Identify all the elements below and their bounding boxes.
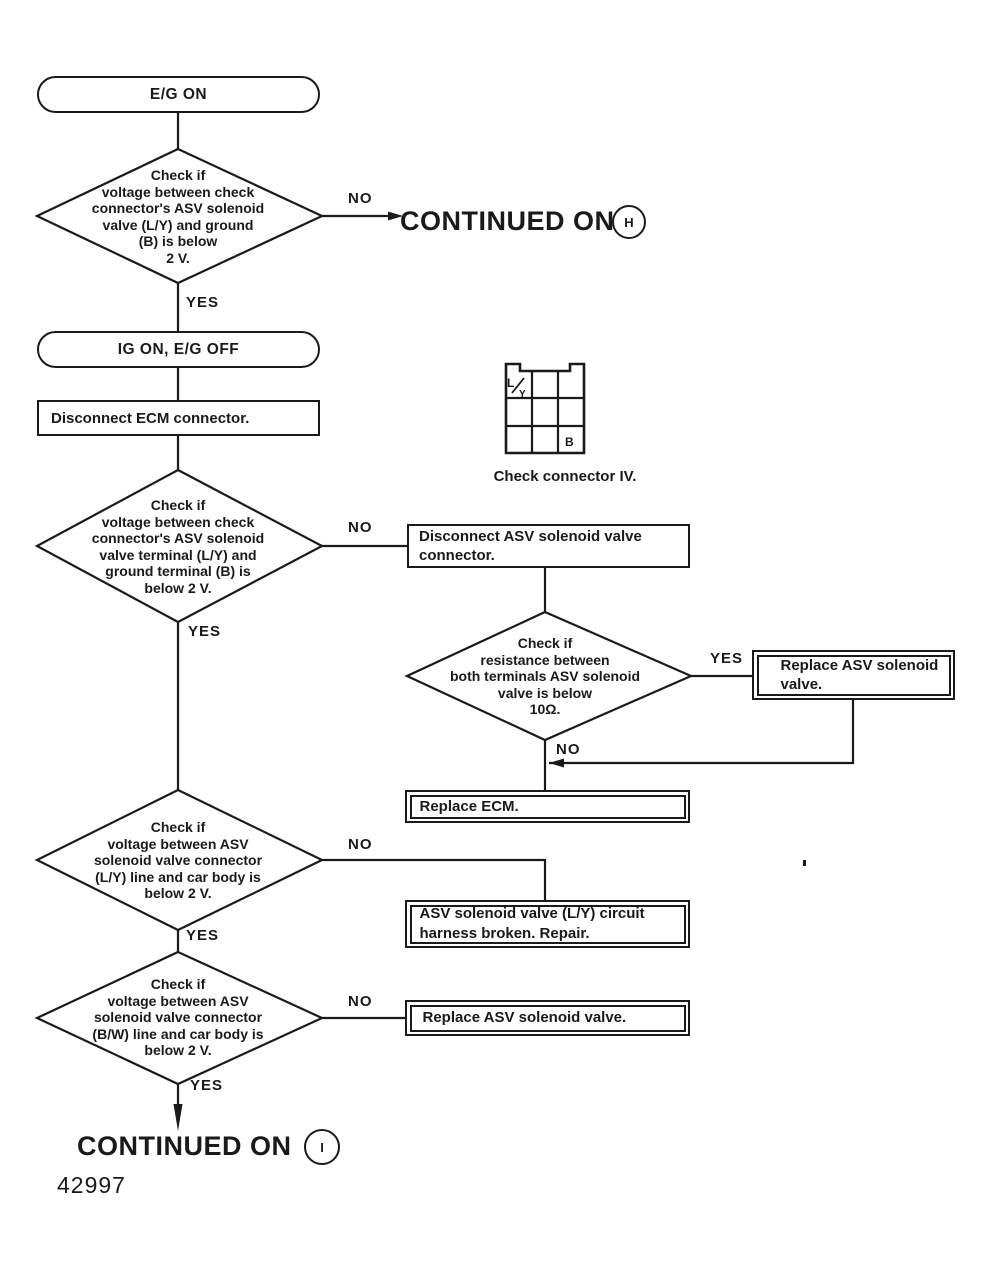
decision-2-shape bbox=[34, 468, 325, 624]
decision-3-shape bbox=[404, 610, 694, 742]
decision-1-line: (B) is below bbox=[138, 233, 218, 249]
line-a1-return bbox=[549, 700, 855, 765]
label-yes-2: YES bbox=[188, 623, 222, 640]
decision-5-line: (B/W) line and car body is bbox=[92, 1025, 264, 1042]
decision-1-line: 2 V. bbox=[166, 249, 190, 266]
label-no-3: NO bbox=[556, 741, 581, 758]
label-yes-5: YES bbox=[190, 1077, 224, 1094]
terminal-engine-on-label: E/G ON bbox=[149, 85, 208, 103]
print-artifact-dot bbox=[803, 860, 806, 866]
connector-outline bbox=[504, 362, 586, 455]
label-yes-3: YES bbox=[710, 650, 744, 667]
decision-1-shape bbox=[34, 147, 325, 285]
decision-5-text: Check if voltage between ASV solenoid va… bbox=[56, 976, 300, 1059]
decision-4-shape bbox=[34, 788, 325, 932]
decision-1-line: voltage between check bbox=[101, 183, 255, 200]
label-no-4: NO bbox=[348, 836, 373, 853]
terminal-engine-on: E/G ON bbox=[37, 76, 320, 113]
decision-5-line: voltage between ASV bbox=[107, 992, 249, 1009]
decision-1-line: Check if bbox=[150, 167, 206, 183]
decision-2-line: valve terminal (L/Y) and bbox=[99, 546, 257, 563]
pin-ly-bottom-label: Y bbox=[519, 389, 526, 400]
decision-3-text: Check if resistance between both termina… bbox=[415, 635, 675, 718]
continuation-i-text: CONTINUED ON bbox=[77, 1131, 292, 1161]
arrowhead-continued-i bbox=[173, 1104, 183, 1131]
decision-5-line: Check if bbox=[150, 976, 206, 992]
label-yes-4: YES bbox=[186, 927, 220, 944]
action-replace-asv-valve-2: Replace ASV solenoid valve. bbox=[405, 1000, 690, 1036]
decision-4-line: below 2 V. bbox=[144, 885, 212, 901]
label-no-2: NO bbox=[348, 519, 373, 536]
figure-number: 42997 bbox=[57, 1172, 126, 1198]
label-yes-1: YES bbox=[186, 294, 220, 311]
action-replace-ecm-label: Replace ECM. bbox=[419, 797, 519, 815]
continuation-h-circle bbox=[612, 205, 646, 239]
action-harness-repair-line1: ASV solenoid valve (L/Y) circuit bbox=[419, 905, 645, 922]
connector-caption: Check connector IV. bbox=[493, 468, 637, 485]
decision-3-line: 10Ω. bbox=[529, 701, 561, 717]
decision-1-text: Check if voltage between check connector… bbox=[58, 167, 298, 266]
process-disconnect-asv-line1: Disconnect ASV solenoid valve bbox=[419, 528, 642, 545]
process-disconnect-asv-line2: connector. bbox=[419, 547, 495, 564]
decision-2-line: ground terminal (B) is bbox=[105, 563, 251, 579]
terminal-ig-on: IG ON, E/G OFF bbox=[37, 331, 320, 368]
action-replace-ecm: Replace ECM. bbox=[405, 790, 690, 823]
action-harness-repair-line2: harness broken. Repair. bbox=[419, 925, 590, 942]
label-no-5: NO bbox=[348, 993, 373, 1010]
decision-5-line: solenoid valve connector bbox=[93, 1009, 263, 1025]
pin-b-label: B bbox=[565, 435, 574, 449]
decision-2-line: below 2 V. bbox=[144, 579, 212, 596]
action-replace-asv-valve: Replace ASV solenoid valve. bbox=[752, 650, 955, 700]
decision-3-line: resistance between bbox=[480, 651, 610, 668]
pin-ly-slash bbox=[511, 377, 525, 394]
process-disconnect-asv: Disconnect ASV solenoid valve connector. bbox=[407, 524, 690, 568]
continuation-i-circle bbox=[304, 1129, 340, 1165]
decision-4-line: (L/Y) line and car body is bbox=[95, 868, 261, 885]
action-replace-asv-valve-line2: valve. bbox=[780, 676, 823, 693]
pin-ly-top-label: L bbox=[507, 376, 514, 390]
decision-3-line: both terminals ASV solenoid bbox=[449, 668, 641, 684]
action-replace-asv-valve-2-label: Replace ASV solenoid valve. bbox=[422, 1009, 627, 1026]
line-d4-no bbox=[322, 858, 547, 900]
terminal-ig-on-label: IG ON, E/G OFF bbox=[117, 340, 240, 358]
process-disconnect-ecm-label: Disconnect ECM connector. bbox=[51, 409, 250, 427]
connector-figure: L Y B bbox=[504, 362, 586, 455]
decision-1-line: connector's ASV solenoid bbox=[91, 200, 265, 216]
decision-2-line: Check if bbox=[150, 497, 206, 513]
action-replace-asv-valve-line1: Replace ASV solenoid bbox=[780, 657, 939, 674]
decision-2-line: connector's ASV solenoid bbox=[91, 530, 265, 546]
process-disconnect-ecm: Disconnect ECM connector. bbox=[37, 400, 320, 436]
decision-5-shape bbox=[34, 950, 325, 1086]
arrowhead-d1-no bbox=[388, 211, 403, 221]
continuation-i-badge: I bbox=[320, 1140, 324, 1155]
arrowhead-junction-left bbox=[549, 758, 564, 768]
decision-3-line: Check if bbox=[517, 635, 573, 651]
decision-4-line: Check if bbox=[150, 819, 206, 835]
decision-2-line: voltage between check bbox=[101, 513, 255, 530]
continuation-h-text: CONTINUED ON bbox=[400, 206, 615, 236]
decision-5-line: below 2 V. bbox=[144, 1042, 212, 1058]
connector-grid bbox=[506, 371, 584, 453]
decision-4-line: solenoid valve connector bbox=[93, 852, 263, 868]
decision-4-text: Check if voltage between ASV solenoid va… bbox=[56, 819, 300, 902]
label-no-1: NO bbox=[348, 190, 373, 207]
decision-4-line: voltage between ASV bbox=[107, 835, 249, 852]
action-harness-repair: ASV solenoid valve (L/Y) circuit harness… bbox=[405, 900, 690, 948]
decision-1-line: valve (L/Y) and ground bbox=[102, 216, 254, 233]
decision-3-line: valve is below bbox=[497, 684, 593, 701]
continuation-h-badge: H bbox=[624, 215, 633, 230]
decision-2-text: Check if voltage between check connector… bbox=[58, 497, 298, 596]
